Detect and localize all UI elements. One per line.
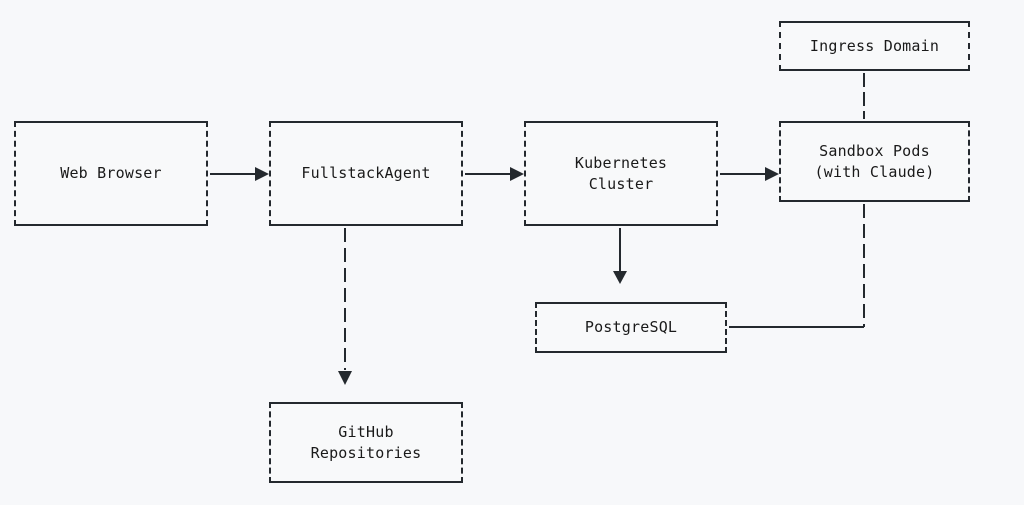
edge-browser-to-agent	[210, 167, 269, 181]
edge-cluster-to-postgres	[613, 228, 627, 284]
node-postgresql[interactable]: PostgreSQL	[535, 302, 727, 353]
node-postgresql-line-1: PostgreSQL	[584, 318, 678, 336]
node-web-browser[interactable]: Web Browser	[14, 121, 208, 226]
edge-agent-to-cluster	[465, 167, 524, 181]
node-kubernetes-cluster[interactable]: Kubernetes Cluster	[524, 121, 718, 226]
node-sandbox-pods-line-2: (with Claude)	[814, 162, 935, 181]
node-ingress-domain[interactable]: Ingress Domain	[779, 21, 970, 71]
node-fullstack-agent[interactable]: FullstackAgent	[269, 121, 463, 226]
edge-cluster-to-pods	[720, 167, 779, 181]
node-kubernetes-cluster-line-2: Cluster	[588, 174, 654, 193]
node-github-repositories-line-1: GitHub	[338, 422, 394, 441]
node-github-repositories-line-2: Repositories	[310, 443, 422, 462]
node-github-repositories[interactable]: GitHub Repositories	[269, 402, 463, 483]
edge-agent-to-github	[338, 228, 352, 385]
node-ingress-domain-line-1: Ingress Domain	[809, 36, 940, 55]
node-kubernetes-cluster-line-1: Kubernetes	[574, 153, 668, 172]
node-web-browser-line-1: Web Browser	[60, 164, 162, 182]
node-fullstack-agent-line-1: FullstackAgent	[301, 164, 431, 182]
node-sandbox-pods[interactable]: Sandbox Pods (with Claude)	[779, 121, 970, 202]
node-sandbox-pods-line-1: Sandbox Pods	[819, 141, 930, 160]
edge-pods-to-postgres	[729, 204, 865, 328]
